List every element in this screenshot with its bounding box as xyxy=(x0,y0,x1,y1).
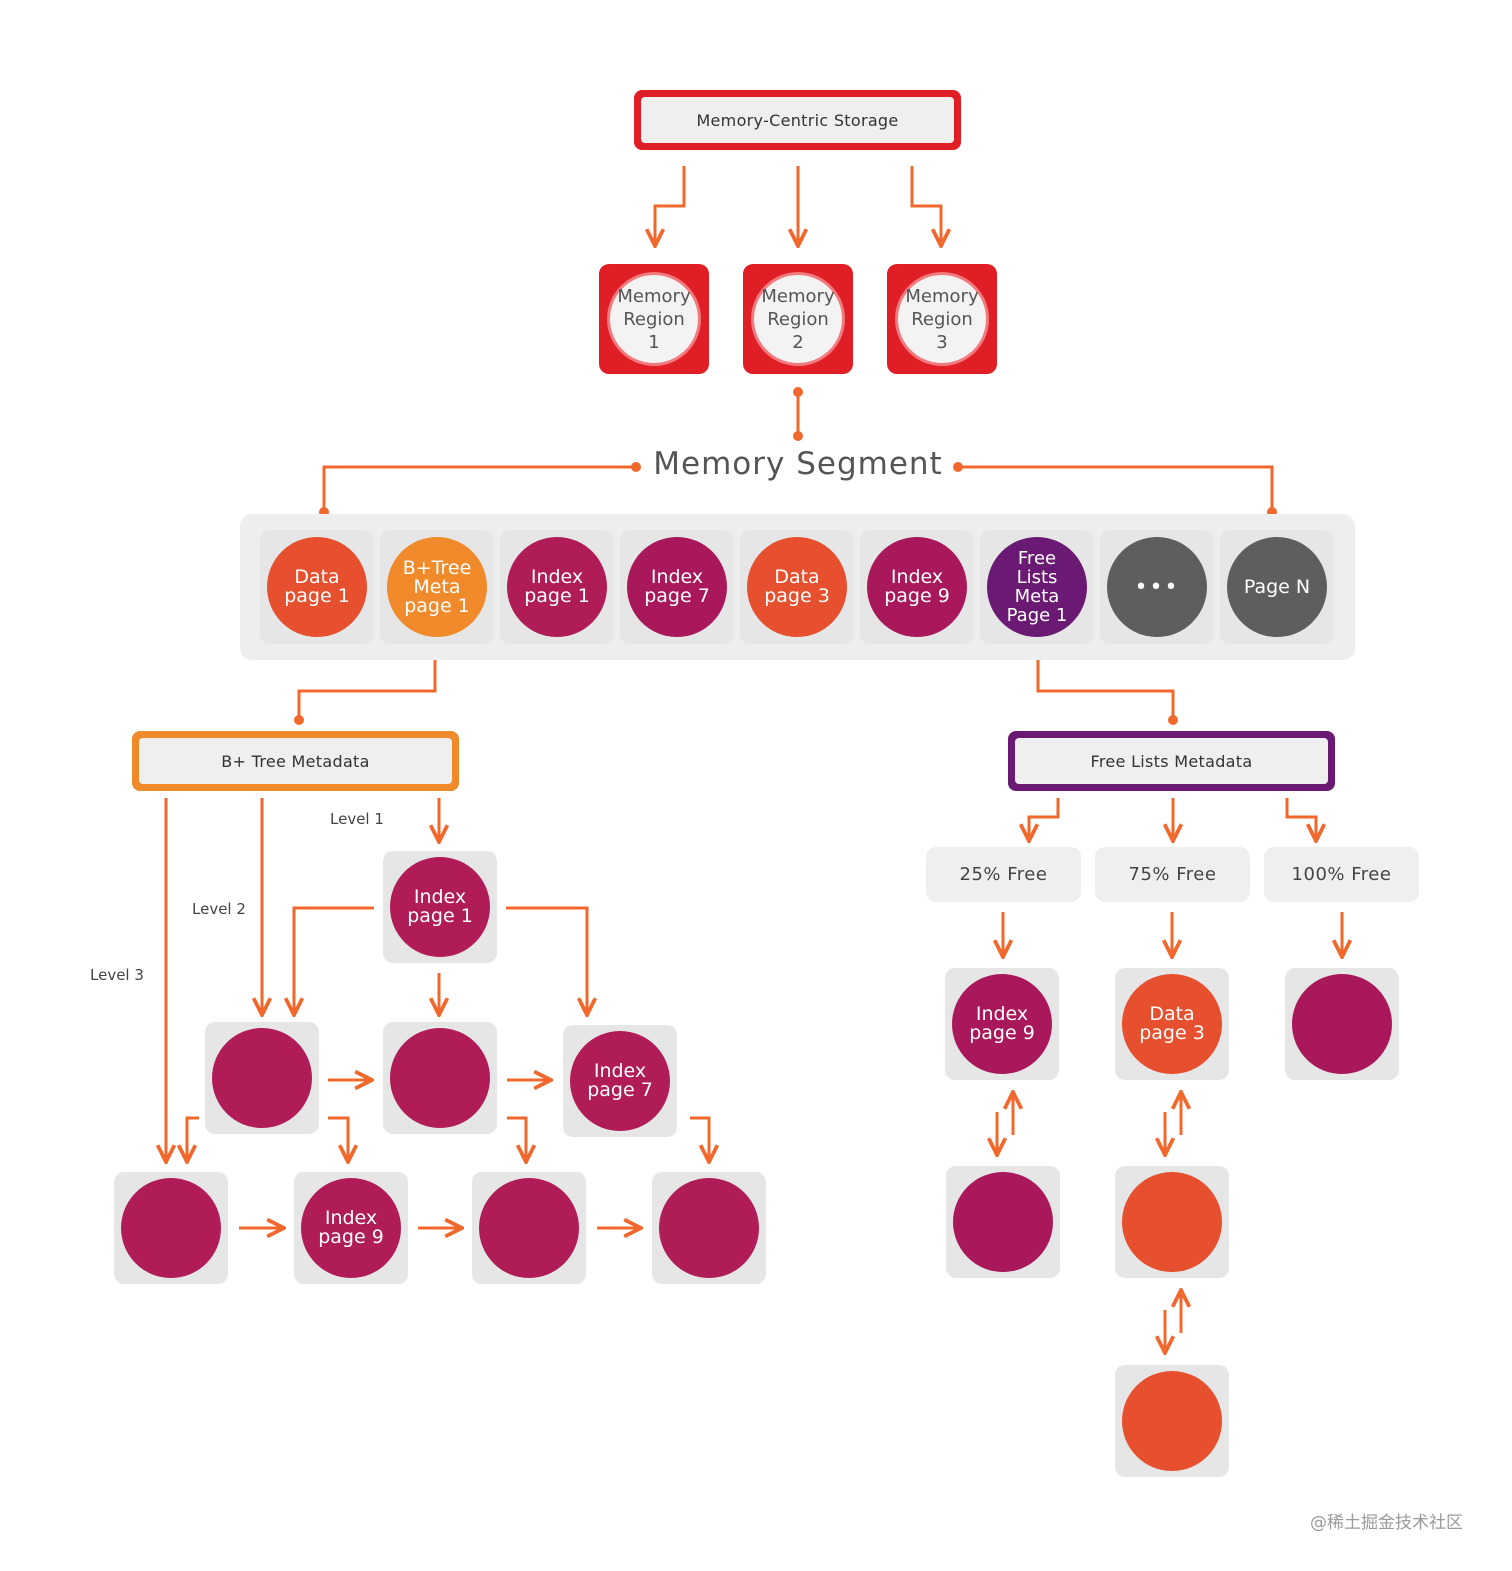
btree-level3-circle-3 xyxy=(479,1178,579,1278)
ellipsis-icon: ••• xyxy=(1107,537,1207,637)
index-page-9-circle: Index page 9 xyxy=(867,537,967,637)
page-n-circle: Page N xyxy=(1227,537,1327,637)
link-segment-right xyxy=(958,465,1274,512)
memory-region-3: Memory Region 3 xyxy=(887,264,997,374)
memory-region-1-label: Memory Region 1 xyxy=(607,272,701,366)
dot-segment-top xyxy=(793,431,803,441)
arrow-l2c-down xyxy=(690,1116,709,1162)
segment-tile-data-page-3: Data page 3 xyxy=(740,530,854,644)
level-3-label: Level 3 xyxy=(90,966,144,984)
link-btree-meta xyxy=(297,646,437,720)
data-page-3-circle: Data page 3 xyxy=(747,537,847,637)
memory-centric-storage-box: Memory-Centric Storage xyxy=(634,90,961,150)
memory-region-2-label: Memory Region 2 xyxy=(751,272,845,366)
btree-level3-circle-4 xyxy=(659,1178,759,1278)
segment-tile-index-page-7: Index page 7 xyxy=(620,530,734,644)
btree-metadata-box: B+ Tree Metadata xyxy=(132,731,459,791)
memory-region-2: Memory Region 2 xyxy=(743,264,853,374)
btree-root-index-page-1: Index page 1 xyxy=(390,857,490,957)
segment-tile-index-page-9: Index page 9 xyxy=(860,530,974,644)
memory-centric-storage-label: Memory-Centric Storage xyxy=(641,97,954,143)
level-2-label: Level 2 xyxy=(192,900,246,918)
arrow-l2a-down-2 xyxy=(328,1116,348,1162)
btree-level2-node-1 xyxy=(205,1022,319,1134)
btree-level3-node-2: Index page 9 xyxy=(294,1172,408,1284)
free-75-node-2 xyxy=(1115,1166,1229,1278)
segment-tile-data-page-1: Data page 1 xyxy=(260,530,374,644)
arrow-to-25 xyxy=(1029,798,1060,841)
btree-level2-circle-1 xyxy=(212,1028,312,1128)
index-page-7-circle: Index page 7 xyxy=(627,537,727,637)
btree-level3-index-page-9: Index page 9 xyxy=(301,1178,401,1278)
bucket-100-free: 100% Free xyxy=(1264,847,1419,902)
segment-tile-btree-meta-page-1: B+Tree Meta page 1 xyxy=(380,530,494,644)
free-lists-metadata-box: Free Lists Metadata xyxy=(1008,731,1335,791)
free-75-circle-2 xyxy=(1122,1172,1222,1272)
btree-meta-page-1-circle: B+Tree Meta page 1 xyxy=(387,537,487,637)
arrow-root-left xyxy=(294,906,374,1015)
btree-level2-index-page-7: Index page 7 xyxy=(570,1031,670,1131)
btree-metadata-label: B+ Tree Metadata xyxy=(139,738,452,784)
free-100-circle xyxy=(1292,974,1392,1074)
free-75-head-node: Data page 3 xyxy=(1115,968,1229,1080)
btree-level2-node-2 xyxy=(383,1022,497,1134)
free-lists-metadata-label: Free Lists Metadata xyxy=(1015,738,1328,784)
data-page-1-circle: Data page 1 xyxy=(267,537,367,637)
btree-level3-node-4 xyxy=(652,1172,766,1284)
btree-level3-circle-1 xyxy=(121,1178,221,1278)
free-75-circle-3 xyxy=(1122,1371,1222,1471)
arrow-to-100 xyxy=(1285,798,1316,841)
segment-tile-page-n: Page N xyxy=(1220,530,1334,644)
free-100-head-node xyxy=(1285,968,1399,1080)
btree-level3-node-1 xyxy=(114,1172,228,1284)
link-freelist-meta xyxy=(1036,646,1175,720)
free-25-circle-2 xyxy=(953,1172,1053,1272)
bucket-25-free: 25% Free xyxy=(926,847,1081,902)
btree-root-node: Index page 1 xyxy=(383,851,497,963)
watermark: @稀土掘金技术社区 xyxy=(1310,1513,1463,1533)
level-1-label: Level 1 xyxy=(330,810,384,828)
memory-segment-title: Memory Segment xyxy=(653,446,943,482)
free-25-head-node: Index page 9 xyxy=(945,968,1059,1080)
dot-freelist-metadata xyxy=(1168,715,1178,725)
arrow-l2b-down xyxy=(507,1116,526,1162)
arrow-storage-to-region-1 xyxy=(655,166,686,246)
free-75-node-3 xyxy=(1115,1365,1229,1477)
btree-level2-circle-2 xyxy=(390,1028,490,1128)
dot-region-2-bottom xyxy=(793,387,803,397)
arrow-root-right xyxy=(506,906,587,1015)
btree-level2-node-3: Index page 7 xyxy=(563,1025,677,1137)
memory-region-3-label: Memory Region 3 xyxy=(895,272,989,366)
segment-tile-index-page-1: Index page 1 xyxy=(500,530,614,644)
dot-segment-left xyxy=(631,462,641,472)
link-segment-left xyxy=(322,465,636,512)
arrow-l2a-down xyxy=(187,1116,199,1162)
bucket-75-free: 75% Free xyxy=(1095,847,1250,902)
free-75-data-page-3: Data page 3 xyxy=(1122,974,1222,1074)
dot-btree-metadata xyxy=(294,715,304,725)
arrow-storage-to-region-3 xyxy=(910,166,941,246)
index-page-1-circle: Index page 1 xyxy=(507,537,607,637)
btree-level3-node-3 xyxy=(472,1172,586,1284)
free-25-node-2 xyxy=(946,1166,1060,1278)
memory-region-1: Memory Region 1 xyxy=(599,264,709,374)
segment-tile-ellipsis: ••• xyxy=(1100,530,1214,644)
free-lists-meta-page-1-circle: Free Lists Meta Page 1 xyxy=(987,537,1087,637)
segment-tile-free-lists-meta-page-1: Free Lists Meta Page 1 xyxy=(980,530,1094,644)
free-25-index-page-9: Index page 9 xyxy=(952,974,1052,1074)
dot-segment-right xyxy=(953,462,963,472)
